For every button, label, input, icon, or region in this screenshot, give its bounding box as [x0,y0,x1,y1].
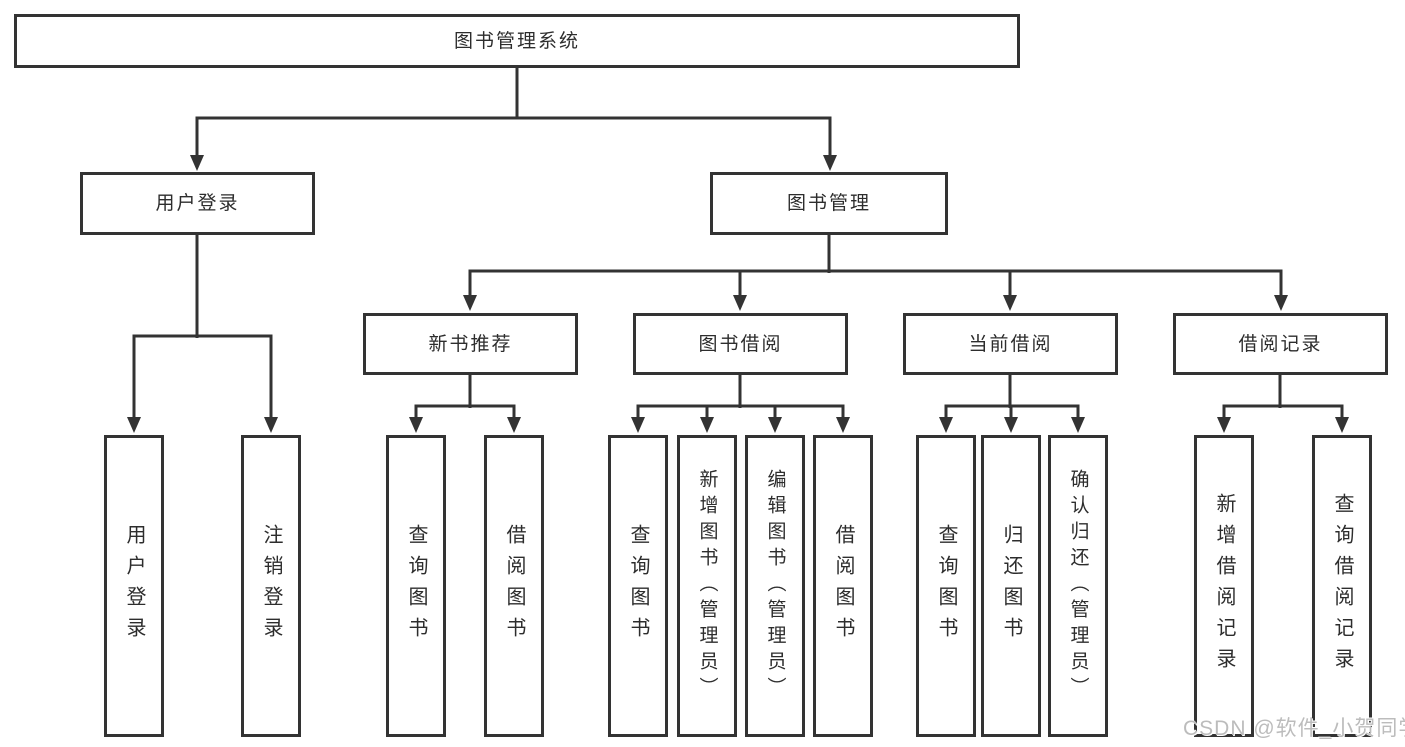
leaf-confirm-return-admin: 确认归还（管理员） [1048,435,1108,737]
leaf-query-books-current: 查询图书 [916,435,976,737]
leaf-edit-books-admin-label: 编辑图书（管理员） [764,469,786,703]
node-new-book-recommendation-label: 新书推荐 [428,333,513,355]
leaf-logout-login: 注销登录 [241,435,301,737]
leaf-query-borrow-record: 查询借阅记录 [1312,435,1372,737]
leaf-borrow-books-borrowing-label: 借阅图书 [832,524,854,648]
node-book-borrowing: 图书借阅 [633,313,848,375]
leaf-add-borrow-record: 新增借阅记录 [1194,435,1254,737]
node-book-management: 图书管理 [710,172,948,235]
leaf-add-books-admin-label: 新增图书（管理员） [696,469,718,703]
leaf-query-books-current-label: 查询图书 [935,524,957,648]
node-current-borrowing-label: 当前借阅 [968,333,1053,355]
leaf-user-login-label: 用户登录 [123,524,145,648]
node-book-borrowing-label: 图书借阅 [698,333,783,355]
node-current-borrowing: 当前借阅 [903,313,1118,375]
leaf-query-books-borrowing-label: 查询图书 [627,524,649,648]
node-book-management-label: 图书管理 [786,193,871,214]
leaf-query-books-recommend: 查询图书 [386,435,446,737]
leaf-edit-books-admin: 编辑图书（管理员） [745,435,805,737]
node-borrowing-records: 借阅记录 [1173,313,1388,375]
leaf-add-books-admin: 新增图书（管理员） [677,435,737,737]
leaf-borrow-books-recommend: 借阅图书 [484,435,544,737]
leaf-return-books-label: 归还图书 [1000,524,1022,648]
arrowheads [127,155,1349,433]
node-borrowing-records-label: 借阅记录 [1238,333,1323,355]
leaf-add-borrow-record-label: 新增借阅记录 [1213,493,1235,679]
node-root-label: 图书管理系统 [453,30,580,52]
leaf-borrow-books-recommend-label: 借阅图书 [503,524,525,648]
leaf-query-books-recommend-label: 查询图书 [405,524,427,648]
node-root: 图书管理系统 [14,14,1020,68]
leaf-return-books: 归还图书 [981,435,1041,737]
leaf-logout-login-label: 注销登录 [260,524,282,648]
connector-strokes [132,68,1344,419]
node-user-login-branch: 用户登录 [80,172,315,235]
watermark-text: CSDN @软件_小贺同学 [1183,717,1405,740]
leaf-query-borrow-record-label: 查询借阅记录 [1331,493,1353,679]
leaf-confirm-return-admin-label: 确认归还（管理员） [1067,469,1089,703]
leaf-user-login: 用户登录 [104,435,164,737]
node-user-login-branch-label: 用户登录 [155,193,240,214]
node-new-book-recommendation: 新书推荐 [363,313,578,375]
leaf-borrow-books-borrowing: 借阅图书 [813,435,873,737]
leaf-query-books-borrowing: 查询图书 [608,435,668,737]
